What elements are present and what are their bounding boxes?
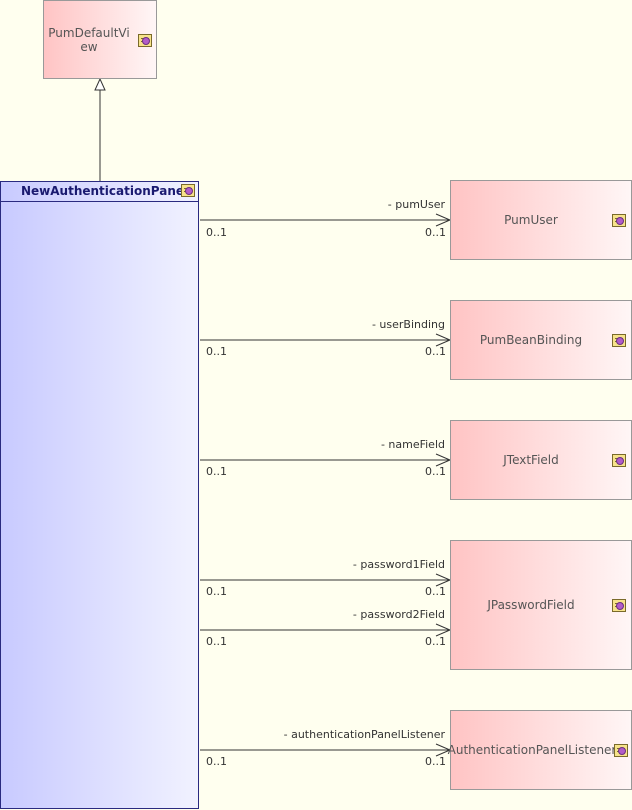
class-icon bbox=[612, 334, 626, 347]
source-multiplicity: 0..1 bbox=[206, 226, 227, 239]
class-icon bbox=[612, 214, 626, 227]
class-name: PumDefaultView bbox=[48, 25, 130, 54]
role-label: - password1Field bbox=[352, 558, 445, 571]
class-name: AuthenticationPanelListener bbox=[447, 743, 617, 757]
class-name: PumUser bbox=[504, 213, 558, 227]
source-multiplicity: 0..1 bbox=[206, 635, 227, 648]
class-icon bbox=[612, 599, 626, 612]
association-password1field[interactable] bbox=[200, 573, 452, 587]
class-icon bbox=[614, 744, 628, 757]
class-jpasswordfield[interactable]: JPasswordField bbox=[450, 540, 632, 670]
role-label: - pumUser bbox=[387, 198, 445, 211]
class-name: NewAuthenticationPanel bbox=[21, 184, 189, 198]
source-multiplicity: 0..1 bbox=[206, 345, 227, 358]
generalization-arrowhead bbox=[94, 77, 106, 91]
class-newauthenticationpanel[interactable]: NewAuthenticationPanel bbox=[0, 181, 199, 809]
source-multiplicity: 0..1 bbox=[206, 755, 227, 768]
role-label: - nameField bbox=[380, 438, 445, 451]
target-multiplicity: 0..1 bbox=[425, 465, 446, 478]
association-pumuser[interactable] bbox=[200, 213, 452, 227]
class-name: PumBeanBinding bbox=[479, 333, 583, 347]
class-pumbeanbinding[interactable]: PumBeanBinding bbox=[450, 300, 632, 380]
source-multiplicity: 0..1 bbox=[206, 585, 227, 598]
role-label: - userBinding bbox=[371, 318, 445, 331]
class-pumdefaultview[interactable]: PumDefaultView bbox=[43, 0, 157, 79]
association-authenticationpanellistener[interactable] bbox=[200, 743, 452, 757]
association-userbinding[interactable] bbox=[200, 333, 452, 347]
class-icon bbox=[138, 34, 152, 47]
target-multiplicity: 0..1 bbox=[425, 226, 446, 239]
class-authenticationpanellistener[interactable]: AuthenticationPanelListener bbox=[447, 710, 632, 790]
class-header: NewAuthenticationPanel bbox=[1, 182, 198, 202]
association-namefield[interactable] bbox=[200, 453, 452, 467]
association-password2field[interactable] bbox=[200, 623, 452, 637]
class-icon bbox=[181, 184, 195, 197]
role-label: - password2Field bbox=[352, 608, 445, 621]
target-multiplicity: 0..1 bbox=[425, 345, 446, 358]
class-jtextfield[interactable]: JTextField bbox=[450, 420, 632, 500]
target-multiplicity: 0..1 bbox=[425, 755, 446, 768]
source-multiplicity: 0..1 bbox=[206, 465, 227, 478]
target-multiplicity: 0..1 bbox=[425, 635, 446, 648]
class-pumuser[interactable]: PumUser bbox=[450, 180, 632, 260]
class-name: JTextField bbox=[503, 453, 559, 467]
class-icon bbox=[612, 454, 626, 467]
role-label: - authenticationPanelListener bbox=[283, 728, 445, 741]
target-multiplicity: 0..1 bbox=[425, 585, 446, 598]
class-name: JPasswordField bbox=[487, 598, 575, 612]
